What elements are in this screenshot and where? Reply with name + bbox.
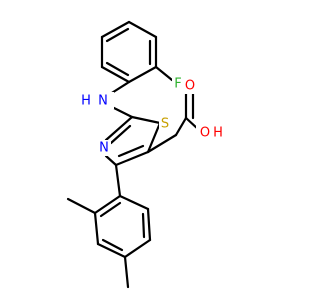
bond-nh-c2 [110,105,134,119]
bond-c-f [154,65,174,82]
atom-label-hydroxyl-o: O [200,126,210,141]
bond-s-c5 [146,121,162,154]
bond-methyl-ortho [66,197,97,215]
atom-label-amine-n: N [98,94,108,109]
bond [146,207,152,242]
atom-label-hydroxyl-h: H [213,126,223,141]
atom-s: S [159,116,171,132]
fluorophenyl-ring [100,20,158,84]
bond [96,242,127,259]
atom-label-carbonyl-o: O [185,79,195,94]
atom-n-amine: H N [81,92,114,109]
bond [100,65,131,84]
bond-ch2-cooh [174,116,188,137]
bond-methyl-para [123,255,130,289]
bond-c4-n3 [104,154,118,167]
double-bond-inner [101,238,124,252]
bond [127,20,158,39]
bond-n3-c2 [104,115,134,142]
bond [127,65,158,84]
bond [123,238,152,259]
bond [118,194,150,211]
double-bond-inner [109,124,132,145]
atom-f: F [172,76,184,92]
double-bond-inner [105,27,130,43]
atom-label-ring-n: N [99,141,109,156]
bond [93,211,100,246]
atom-n-ring: N [97,140,111,156]
atom-label-amine-h: H [81,94,91,109]
molecule-structure-diagram: H N N S F O O H [66,20,226,289]
bond-c2-s [130,115,162,125]
atom-o-carbonyl: O [183,78,197,94]
bond-c5-c4 [114,150,150,167]
bond [93,194,122,215]
atom-label-s: S [161,117,169,132]
double-bond-inner [117,144,145,158]
bond [100,20,131,39]
thiazole-ring [104,115,162,167]
double-bond-inner [141,212,146,239]
bond-c5-ch2 [146,133,178,154]
dimethylphenyl-ring [93,194,152,259]
atom-label-f: F [174,77,181,92]
double-bond-inner [105,61,130,77]
atom-o-hydroxyl: O H [196,124,226,141]
bond-c4-aryl [114,163,122,198]
double-bond-inner [99,201,122,218]
